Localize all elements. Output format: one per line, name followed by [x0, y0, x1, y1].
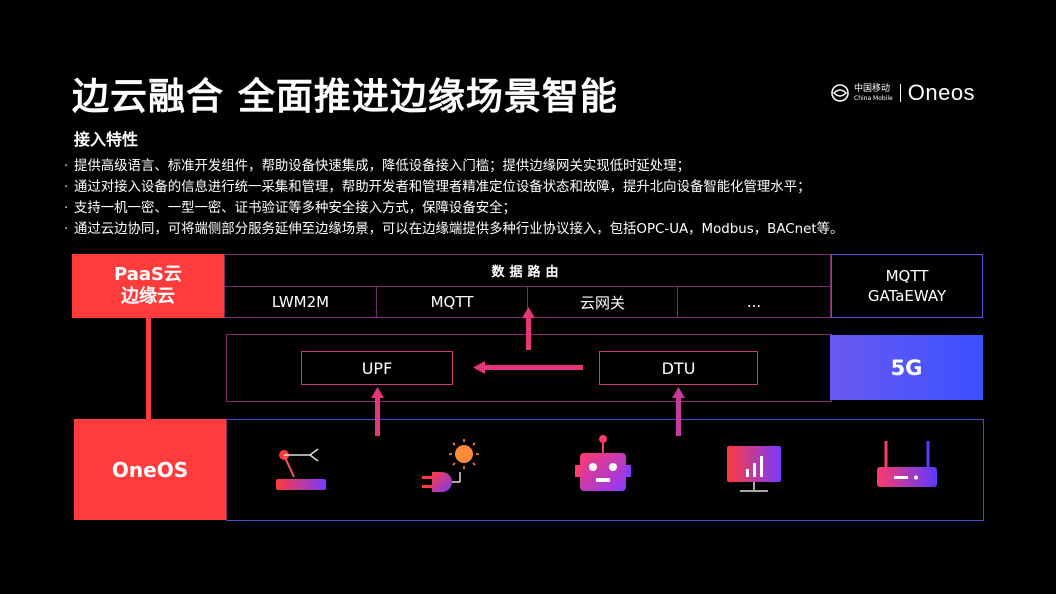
smart-plug-light-icon: [422, 439, 479, 492]
brand-product: Oneos: [907, 80, 976, 105]
paas-label: PaaS云: [114, 264, 182, 285]
section-heading: 接入特性: [74, 130, 139, 149]
list-item-text: 提供高级语言、标准开发组件，帮助设备快速集成，降低设备接入门槛；提供边缘网关实现…: [74, 159, 690, 174]
list-item: · 通过对接入设备的信息进行统一采集和管理，帮助开发者和管理者精准定位设备状态和故…: [64, 177, 843, 198]
protocol-lwm2m: LWM2M: [271, 293, 330, 311]
feature-list: · 提供高级语言、标准开发组件，帮助设备快速集成，降低设备接入门槛；提供边缘网关实…: [64, 156, 843, 240]
paas-edge-cloud-box: PaaS云 边缘云: [72, 254, 224, 318]
upf-box: UPF: [301, 351, 453, 385]
protocol-divider: [677, 287, 678, 317]
list-item-text: 通过对接入设备的信息进行统一采集和管理，帮助开发者和管理者精准定位设备状态和故障…: [74, 180, 811, 195]
routing-divider: [225, 286, 830, 287]
dtu-box: DTU: [599, 351, 758, 385]
device-layer-frame: [226, 419, 984, 521]
protocol-cloud-gateway: 云网关: [579, 293, 625, 312]
bullet-marker: ·: [64, 159, 69, 174]
china-mobile-logo-icon: [831, 84, 849, 102]
monitor-chart-icon: [727, 446, 781, 492]
bullet-marker: ·: [64, 222, 69, 237]
bullet-marker: ·: [64, 180, 69, 195]
mqtt-gateway-line1: MQTT: [885, 267, 929, 285]
list-item-text: 通过云边协同，可将端侧部分服务延伸至边缘场景，可以在边缘端提供多种行业协议接入，…: [74, 222, 844, 237]
paas-oneos-connector: [146, 318, 151, 420]
data-routing-title: 数据路由: [491, 264, 564, 280]
protocol-divider: [376, 287, 377, 317]
mqtt-gateway-box: MQTT GATaEWAY: [831, 254, 983, 318]
mqtt-gateway-line2: GATaEWAY: [867, 287, 947, 305]
5g-box: 5G: [830, 335, 983, 400]
brand-logo-zh: 中国移动: [854, 83, 891, 94]
protocol-more: ...: [746, 293, 762, 311]
oneos-box: OneOS: [74, 419, 226, 520]
brand-divider: [899, 84, 901, 102]
protocol-mqtt: MQTT: [430, 293, 474, 311]
list-item: · 提供高级语言、标准开发组件，帮助设备快速集成，降低设备接入门槛；提供边缘网关实…: [64, 156, 843, 177]
robot-arm-icon: [276, 448, 326, 490]
robot-head-icon: [575, 435, 631, 491]
page-title: 边云融合 全面推进边缘场景智能: [72, 75, 618, 118]
list-item: · 通过云边协同，可将端侧部分服务延伸至边缘场景，可以在边缘端提供多种行业协议接入…: [64, 219, 843, 240]
list-item-text: 支持一机一密、一型一密、证书验证等多种安全接入方式，保障设备安全；: [74, 201, 516, 216]
protocol-divider: [527, 287, 528, 317]
list-item: · 支持一机一密、一型一密、证书验证等多种安全接入方式，保障设备安全；: [64, 198, 843, 219]
brand-logo-en: China Mobile: [854, 94, 893, 102]
brand-logo: 中国移动 China Mobile Oneos: [830, 80, 975, 106]
bullet-marker: ·: [64, 201, 69, 216]
router-icon: [877, 441, 937, 487]
edge-cloud-label: 边缘云: [121, 286, 175, 307]
